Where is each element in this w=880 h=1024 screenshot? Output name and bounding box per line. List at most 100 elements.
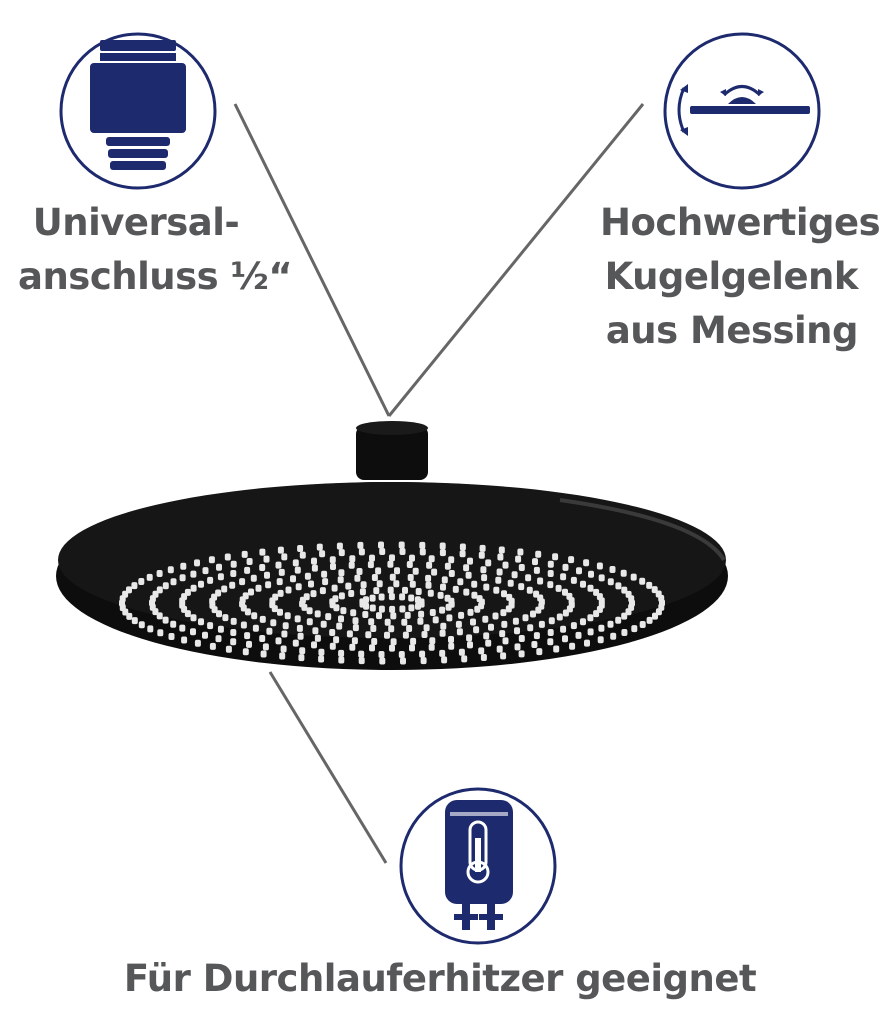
nozzle <box>332 595 339 603</box>
nozzle <box>365 631 372 639</box>
nozzle <box>609 566 616 573</box>
feature-label-ball-joint-line-1: Hochwertiges <box>600 201 880 244</box>
nozzle <box>514 627 520 635</box>
nozzle <box>570 622 577 630</box>
nozzle <box>156 570 163 577</box>
nozzle <box>378 541 384 549</box>
nozzle <box>225 645 232 653</box>
nozzle <box>222 614 229 622</box>
nozzle <box>378 651 385 658</box>
nozzle <box>277 546 284 554</box>
nozzle <box>427 589 434 597</box>
nozzle <box>552 553 559 561</box>
nozzle <box>480 566 487 574</box>
nozzle <box>547 638 554 646</box>
feature-label-ball-joint-line-3: aus Messing <box>605 309 859 352</box>
nozzle <box>455 620 462 628</box>
nozzle <box>147 625 154 633</box>
nozzle <box>485 559 492 567</box>
nozzle <box>400 657 406 665</box>
nozzle <box>338 592 345 600</box>
nozzle <box>322 578 329 586</box>
nozzle <box>350 609 357 617</box>
nozzle <box>406 561 413 568</box>
nozzle <box>369 594 376 602</box>
nozzle <box>319 550 326 558</box>
nozzle <box>244 566 251 574</box>
nozzle <box>646 616 653 624</box>
nozzle <box>532 558 538 566</box>
nozzle <box>346 630 353 638</box>
nozzle <box>518 564 525 571</box>
nozzle <box>576 567 582 575</box>
nozzle <box>441 576 448 584</box>
nozzle <box>262 643 269 651</box>
nozzle <box>184 588 191 596</box>
nozzle <box>562 588 568 596</box>
nozzle <box>272 593 279 601</box>
nozzle <box>538 620 545 628</box>
nozzle <box>282 622 289 630</box>
nozzle <box>352 624 359 632</box>
nozzle <box>376 612 382 620</box>
nozzle <box>277 589 284 597</box>
nozzle <box>458 648 465 656</box>
nozzle <box>418 598 425 606</box>
nozzle <box>569 642 576 650</box>
nozzle <box>527 624 534 632</box>
nozzle <box>389 554 395 562</box>
nozzle <box>418 610 425 618</box>
nozzle <box>215 635 222 643</box>
nozzle <box>593 610 600 618</box>
nozzle <box>439 542 446 550</box>
nozzle <box>362 611 369 618</box>
nozzle <box>336 622 343 630</box>
nozzle <box>367 561 374 569</box>
nozzle <box>498 546 505 554</box>
nozzle <box>246 558 253 565</box>
nozzle <box>311 557 317 565</box>
leader-lines <box>233 103 645 864</box>
nozzle <box>587 584 594 592</box>
nozzle <box>146 573 153 581</box>
feature-label-connector-line-2: anschluss ½“ <box>18 255 293 298</box>
nozzle <box>336 542 343 550</box>
nozzle <box>345 582 352 590</box>
nozzle <box>461 655 468 663</box>
nozzle <box>440 622 447 630</box>
nozzle <box>202 567 209 575</box>
nozzle <box>530 610 536 618</box>
nozzle <box>255 584 262 592</box>
nozzle <box>419 548 426 556</box>
nozzle <box>338 656 345 664</box>
nozzle <box>156 612 163 620</box>
nozzle <box>483 632 490 640</box>
nozzle <box>615 616 622 624</box>
nozzle <box>259 548 266 556</box>
nozzle <box>354 574 361 582</box>
nozzle <box>229 581 236 589</box>
nozzle <box>547 629 554 636</box>
nozzle <box>241 550 248 558</box>
nozzle <box>202 631 208 639</box>
nozzle <box>358 548 365 556</box>
nozzle <box>299 551 306 559</box>
leader-line-connector <box>233 103 391 417</box>
nozzle <box>398 651 405 658</box>
nozzle <box>448 600 455 608</box>
nozzle <box>170 620 177 628</box>
nozzle <box>429 637 436 645</box>
feature-label-connector-line-1: Universal- <box>32 201 240 244</box>
nozzle <box>471 591 478 599</box>
nozzle <box>181 636 188 644</box>
nozzle <box>217 625 224 633</box>
nozzle <box>170 578 177 586</box>
shower-nozzles <box>119 541 665 665</box>
nozzle <box>318 648 325 656</box>
nozzle <box>537 577 544 585</box>
ball-joint-tilt-icon <box>663 32 821 190</box>
nozzle <box>417 617 424 625</box>
nozzle <box>587 628 594 636</box>
nozzle <box>373 587 380 595</box>
